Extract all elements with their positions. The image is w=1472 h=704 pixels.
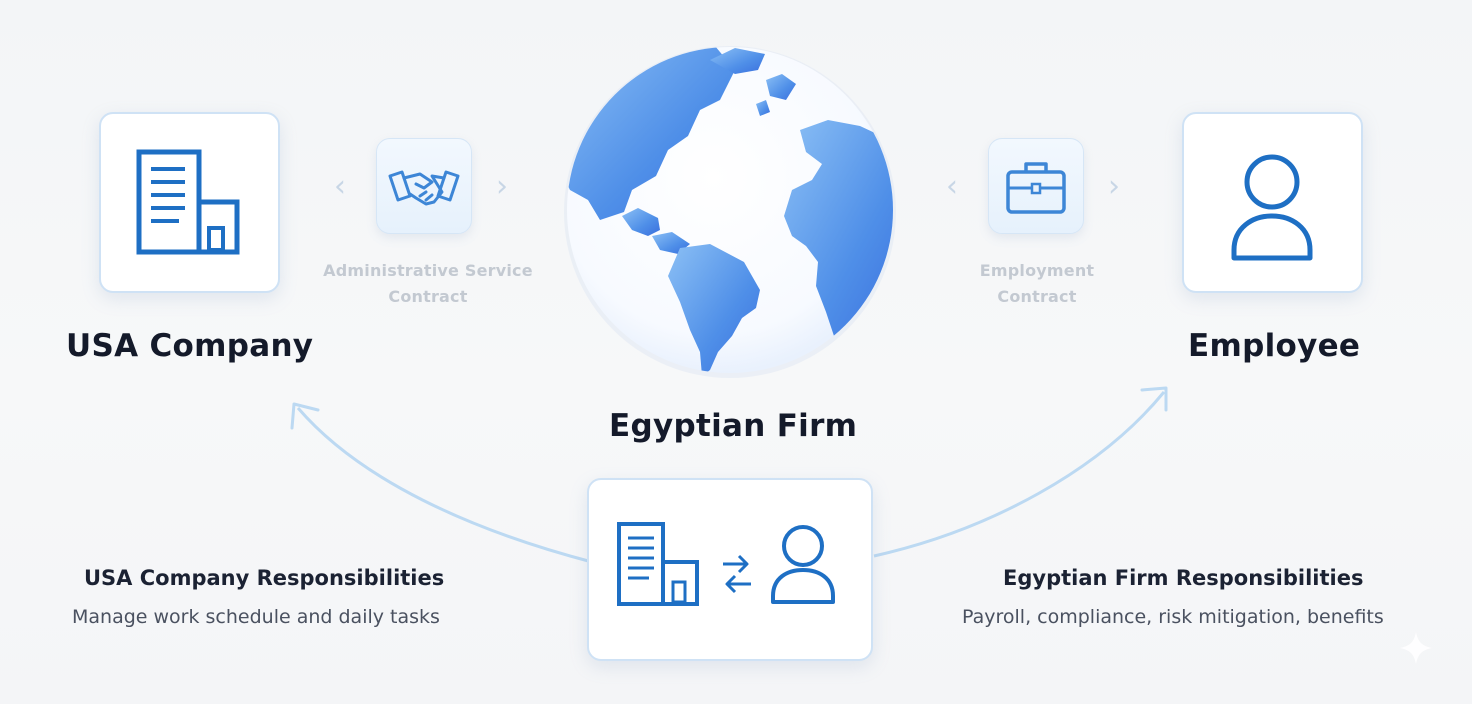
employment-contract-line2: Contract [997, 287, 1077, 306]
chevron-left-icon: ‹ [334, 169, 346, 204]
employment-contract-line1: Employment [979, 261, 1095, 280]
briefcase-badge [988, 138, 1084, 234]
usa-company-responsibilities-title: USA Company Responsibilities [84, 566, 445, 590]
egyptian-firm-responsibilities-text: Payroll, compliance, risk mitigation, be… [962, 606, 1384, 628]
exchange-arrows-icon [723, 554, 751, 594]
egyptian-firm-responsibilities-title: Egyptian Firm Responsibilities [1003, 566, 1364, 590]
usa-company-responsibilities-text: Manage work schedule and daily tasks [72, 606, 440, 628]
arc-arrowhead-right [1140, 386, 1168, 412]
sparkle-icon [1400, 632, 1432, 664]
chevron-right-icon: › [496, 169, 508, 204]
briefcase-icon [1006, 162, 1066, 214]
office-building-icon [617, 522, 699, 606]
globe-wrapper [560, 40, 900, 380]
globe-icon [564, 46, 896, 378]
employee-card [1182, 112, 1363, 293]
person-icon [771, 525, 835, 604]
usa-company-card [99, 112, 280, 293]
arc-to-employee [873, 391, 1166, 558]
administrative-contract-line2: Contract [388, 287, 468, 306]
administrative-contract-label: Administrative Service Contract [300, 258, 556, 310]
center-relationship-card [587, 478, 873, 661]
office-building-icon [136, 149, 240, 255]
employee-title: Employee [1188, 328, 1361, 364]
arc-arrowhead-left [290, 402, 320, 430]
person-icon [1231, 154, 1313, 261]
administrative-contract-line1: Administrative Service [323, 261, 533, 280]
handshake-badge [376, 138, 472, 234]
egyptian-firm-title: Egyptian Firm [609, 408, 858, 444]
chevron-left-icon: ‹ [946, 169, 958, 204]
handshake-icon [388, 170, 460, 206]
arc-to-usa-company [296, 407, 593, 564]
usa-company-title: USA Company [66, 328, 314, 364]
chevron-right-icon: › [1108, 169, 1120, 204]
employment-contract-label: Employment Contract [930, 258, 1144, 310]
